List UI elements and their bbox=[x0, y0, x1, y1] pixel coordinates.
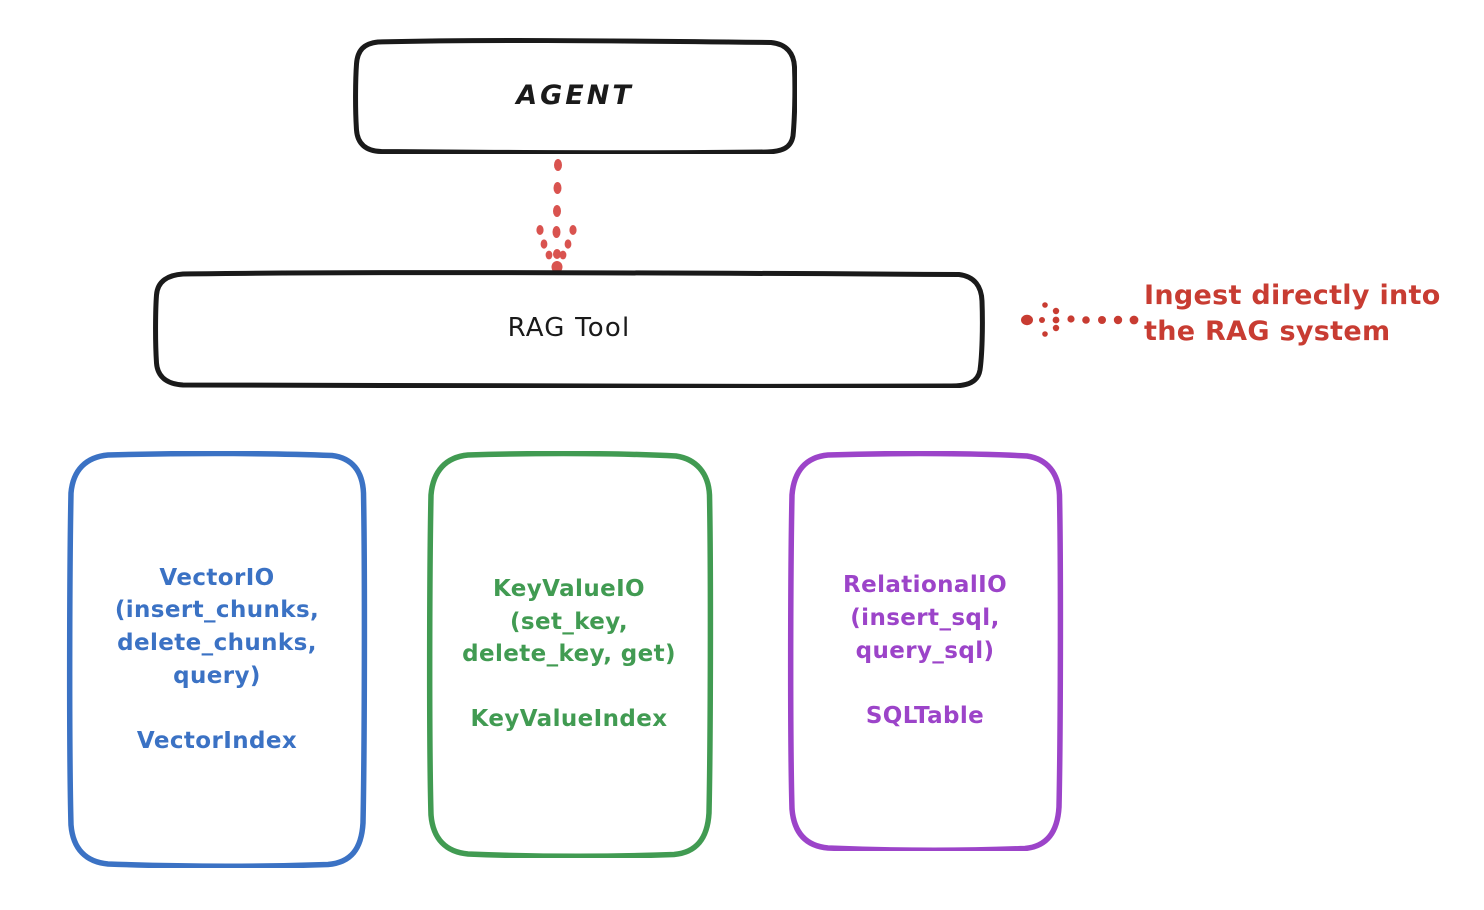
annotation-ingest-directly: Ingest directly into the RAG system bbox=[1144, 280, 1441, 348]
node-key-value-io[interactable]: KeyValueIO (set_key, delete_key, get) Ke… bbox=[424, 451, 714, 858]
node-relational-io[interactable]: RelationalIO (insert_sql, query_sql) SQL… bbox=[786, 451, 1064, 851]
node-agent-label: AGENT bbox=[516, 79, 634, 111]
node-key-value-io-label: KeyValueIO (set_key, delete_key, get) Ke… bbox=[462, 575, 676, 733]
node-rag-tool[interactable]: RAG Tool bbox=[153, 270, 985, 388]
node-vector-io[interactable]: VectorIO (insert_chunks, delete_chunks, … bbox=[66, 451, 368, 868]
node-agent[interactable]: AGENT bbox=[353, 38, 797, 154]
node-rag-tool-label: RAG Tool bbox=[507, 313, 631, 344]
edge-ingest-to-rag-tool-arrow bbox=[1021, 302, 1139, 337]
node-vector-io-label: VectorIO (insert_chunks, delete_chunks, … bbox=[114, 564, 320, 754]
edge-agent-to-rag-tool-arrow bbox=[536, 159, 577, 273]
node-relational-io-label: RelationalIO (insert_sql, query_sql) SQL… bbox=[842, 572, 1008, 729]
